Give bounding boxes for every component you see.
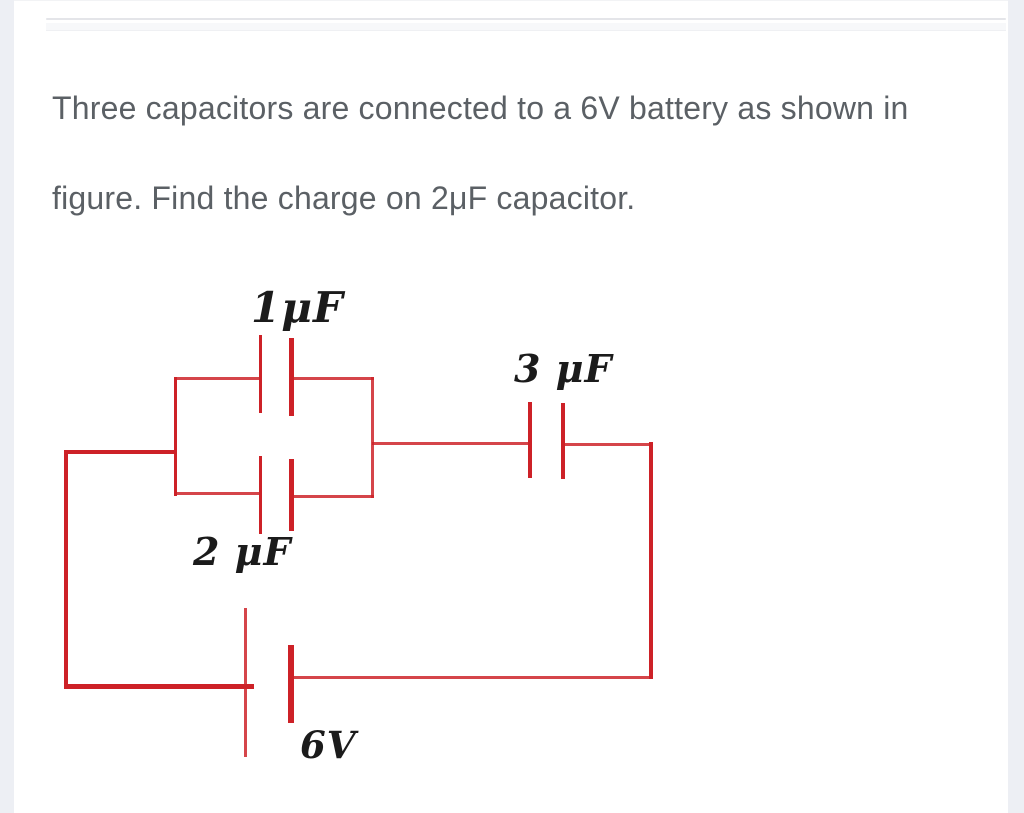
left-edge-strip — [0, 0, 14, 813]
capacitor-3uf-left-plate — [528, 402, 532, 478]
wire-bottom-left-horizontal — [64, 684, 254, 689]
capacitor-1uf-right-plate — [289, 338, 294, 416]
question-line-2: figure. Find the charge on 2μF capacitor… — [52, 180, 636, 216]
wire-main-left-horizontal — [64, 450, 177, 454]
capacitor-1uf-left-plate — [259, 335, 262, 413]
capacitor-3uf-right-plate — [561, 403, 565, 479]
wire-left-outer-vertical — [64, 450, 68, 689]
right-edge-strip — [1008, 0, 1024, 813]
capacitor-1uf-label: 1μF — [251, 283, 344, 332]
capacitor-2uf-left-plate — [259, 456, 262, 534]
wire-top-branch-left — [174, 377, 260, 380]
battery-voltage-label: 6V — [300, 723, 357, 767]
wire-middle-horizontal-left — [372, 442, 530, 445]
top-divider-line — [46, 18, 1006, 20]
capacitor-2uf-label: 2 μF — [193, 529, 292, 574]
question-line-1: Three capacitors are connected to a 6V b… — [52, 90, 909, 126]
wire-right-outer-vertical — [649, 442, 653, 679]
capacitor-3uf-label: 3 μF — [514, 346, 613, 391]
top-divider-shadow — [46, 23, 1006, 31]
battery-long-plate — [244, 608, 247, 757]
wire-middle-horizontal-right — [563, 443, 651, 446]
wire-bottom-right-horizontal — [293, 676, 653, 679]
capacitor-2uf-right-plate — [289, 459, 294, 531]
wire-top-branch-right — [291, 377, 374, 380]
battery-short-plate — [288, 645, 294, 723]
wire-left-node-vertical — [174, 377, 177, 496]
wire-bottom-branch-left — [174, 492, 260, 495]
wire-bottom-branch-right — [291, 495, 374, 498]
top-hairline — [14, 0, 1008, 1]
wire-right-node-vertical — [371, 377, 374, 498]
